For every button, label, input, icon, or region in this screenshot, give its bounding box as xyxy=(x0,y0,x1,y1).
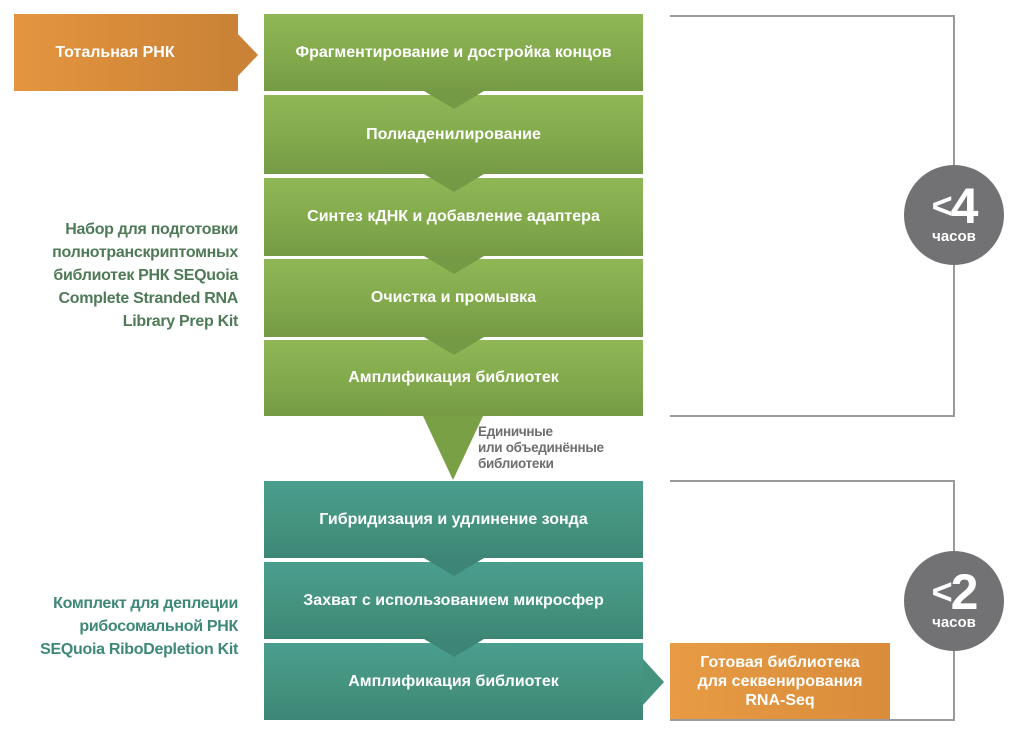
kit-line: Complete Stranded RNA xyxy=(58,290,239,307)
stage2-step-hybridization: Гибридизация и удлинение зонда xyxy=(264,481,643,576)
time-unit: часов xyxy=(932,614,976,631)
output-library: Готовая библиотека для секвенирования RN… xyxy=(670,643,890,720)
input-arrow-tip xyxy=(237,33,258,77)
stage1-step-cdna-synthesis: Синтез кДНК и добавление адаптера xyxy=(264,178,643,274)
kit-line: Набор для подготовки xyxy=(65,221,238,238)
kit-line: SEQuoia RiboDepletion Kit xyxy=(40,641,238,658)
transition-note: Единичные или объединённые библиотеки xyxy=(478,424,604,472)
step-label: Амплификация библиотек xyxy=(348,672,559,690)
time-badge-stage2: <2 часов xyxy=(904,551,1004,651)
output-line: Готовая библиотека xyxy=(700,654,860,671)
kit-line: Library Prep Kit xyxy=(122,313,239,330)
kit-label-library-prep: Набор для подготовки полнотранскриптомны… xyxy=(52,218,238,333)
step-label: Синтез кДНК и добавление адаптера xyxy=(307,208,600,225)
step-label: Захват с использованием микросфер xyxy=(303,591,604,609)
step-label: Очистка и промывка xyxy=(370,289,537,306)
kit-line: полнотранскриптомных xyxy=(52,244,238,261)
output-line: для секвенирования xyxy=(697,673,863,690)
kit-line: Комплект для деплеции xyxy=(53,595,238,612)
note-line: Единичные xyxy=(478,424,553,439)
down-arrow-notch xyxy=(423,256,484,274)
step-label: Фрагментирование и достройка концов xyxy=(295,43,612,61)
note-line: или объединённые xyxy=(478,440,604,455)
time-badge-stage1: <4 часов xyxy=(904,165,1004,265)
output-arrow-tip xyxy=(643,659,664,705)
time-value: <2 xyxy=(931,564,979,620)
step-label: Гибридизация и удлинение зонда xyxy=(319,510,588,528)
down-arrow-notch xyxy=(423,91,484,109)
time-value: <4 xyxy=(931,178,979,234)
step-label: Полиаденилирование xyxy=(366,125,541,143)
kit-line: библиотек РНК SEQuoia xyxy=(53,267,238,284)
note-line: библиотеки xyxy=(478,456,554,471)
input-total-rna: Тотальная РНК xyxy=(14,14,238,91)
down-arrow-notch xyxy=(423,174,484,192)
output-line: RNA-Seq xyxy=(745,692,815,709)
input-label: Тотальная РНК xyxy=(55,43,175,61)
time-unit: часов xyxy=(932,228,976,245)
kit-label-ribodepletion: Комплект для деплеции рибосомальной РНК … xyxy=(40,592,238,661)
down-arrow-notch xyxy=(423,639,484,657)
kit-line: рибосомальной РНК xyxy=(79,618,238,635)
down-arrow-notch xyxy=(423,558,484,576)
stage1-step-fragmentation: Фрагментирование и достройка концов xyxy=(264,14,643,109)
transition-arrow xyxy=(423,416,483,480)
down-arrow-notch xyxy=(423,337,484,355)
step-label: Амплификация библиотек xyxy=(348,369,559,386)
